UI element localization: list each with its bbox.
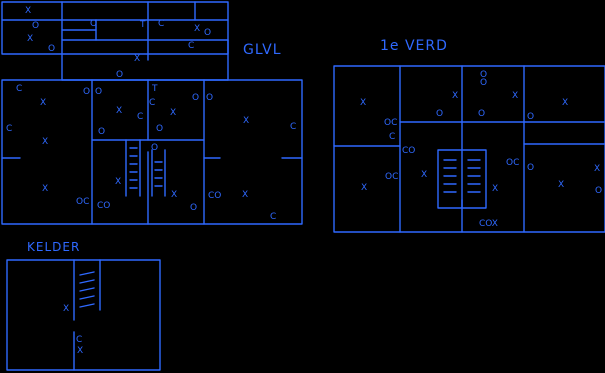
mark-x: X: [171, 190, 178, 200]
mark-o: O: [90, 19, 98, 29]
first-floor-title: 1e VERD: [380, 38, 448, 54]
mark-x: X: [25, 6, 32, 16]
mark-c: C: [6, 124, 13, 134]
mark-oc: OC: [506, 158, 520, 168]
mark-c: C: [76, 335, 83, 345]
mark-x: X: [243, 116, 250, 126]
ground-floor-plan: [1, 79, 303, 225]
mark-x: X: [42, 184, 49, 194]
mark-x: X: [194, 24, 201, 34]
mark-c: C: [16, 84, 23, 94]
mark-o: O: [480, 78, 488, 88]
mark-x: X: [115, 177, 122, 187]
mark-co: CO: [208, 191, 222, 201]
basement-title: KELDER: [27, 240, 81, 254]
mark-x: X: [512, 91, 519, 101]
first-floor-plan: [333, 65, 605, 233]
mark-o: O: [151, 143, 159, 153]
mark-t: T: [140, 20, 146, 30]
mark-co: CO: [97, 201, 111, 211]
mark-x: X: [77, 346, 84, 356]
mark-x: X: [116, 106, 123, 116]
mark-o: O: [204, 28, 212, 38]
mark-c: C: [270, 212, 277, 222]
mark-o: O: [478, 109, 486, 119]
mark-o: O: [595, 186, 603, 196]
mark-c: C: [158, 19, 165, 29]
mark-o: O: [527, 163, 535, 173]
mark-c: C: [389, 132, 396, 142]
mark-c: C: [188, 41, 195, 51]
mark-c: C: [290, 122, 297, 132]
mark-x: X: [27, 34, 34, 44]
mark-o: O: [48, 44, 56, 54]
mark-x: X: [42, 137, 49, 147]
mark-t: T: [152, 84, 158, 94]
mark-o: O: [32, 21, 40, 31]
mark-o: O: [83, 87, 91, 97]
mark-o: O: [436, 109, 444, 119]
mark-o: O: [527, 112, 535, 122]
mark-o: O: [98, 127, 106, 137]
mark-x: X: [242, 190, 249, 200]
mark-oc: OC: [385, 172, 399, 182]
basement-plan: [6, 259, 161, 371]
mark-o: O: [192, 93, 200, 103]
mark-x: X: [594, 164, 601, 174]
mark-x: X: [360, 98, 367, 108]
mark-oc: OC: [384, 118, 398, 128]
mark-o: O: [116, 70, 124, 80]
mark-c: C: [149, 98, 156, 108]
mark-x: X: [63, 304, 70, 314]
mark-x: X: [562, 98, 569, 108]
mark-cox: COX: [479, 219, 498, 229]
mark-x: X: [558, 180, 565, 190]
mark-o: O: [95, 87, 103, 97]
ground-floor-title: GLVL: [243, 42, 282, 58]
mark-x: X: [421, 170, 428, 180]
mark-c: C: [137, 112, 144, 122]
mark-x: X: [361, 183, 368, 193]
mark-o: O: [190, 203, 198, 213]
mark-o: O: [206, 93, 214, 103]
mark-x: X: [134, 54, 141, 64]
mark-x: X: [452, 91, 459, 101]
mark-oc: OC: [76, 197, 90, 207]
mark-x: X: [492, 184, 499, 194]
mark-o: O: [156, 124, 164, 134]
mark-co: CO: [402, 146, 416, 156]
mark-o: O: [480, 70, 488, 80]
mark-x: X: [170, 108, 177, 118]
mark-x: X: [40, 98, 47, 108]
